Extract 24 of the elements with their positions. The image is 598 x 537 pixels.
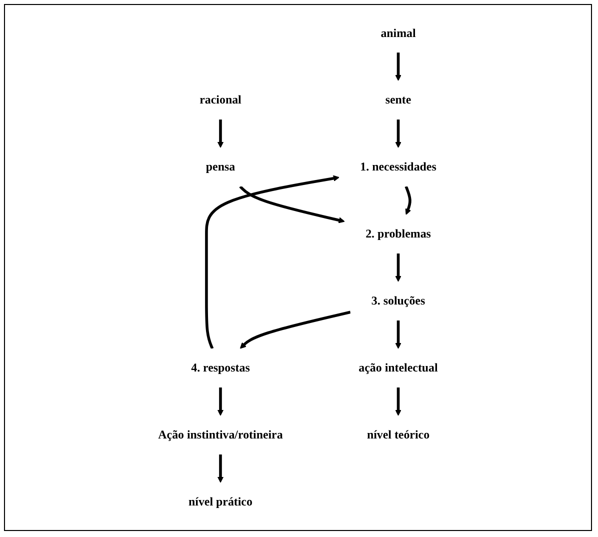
- node-text: nível teórico: [366, 428, 430, 442]
- arrow: [239, 186, 345, 224]
- arrow: [395, 52, 402, 81]
- arrow: [217, 387, 224, 416]
- arrow: [240, 310, 351, 349]
- node-text: racional: [200, 93, 242, 107]
- arrow: [395, 320, 402, 349]
- node-text: Ação instintiva/rotineira: [158, 428, 283, 442]
- arrow: [395, 120, 402, 148]
- node-text: sente: [385, 93, 412, 107]
- arrow: [395, 387, 402, 416]
- node-text: animal: [380, 26, 416, 40]
- node-text: ação intelectual: [358, 361, 438, 374]
- node-text: pensa: [206, 160, 236, 174]
- arrow: [217, 120, 224, 148]
- node-text: 1. necessidades: [360, 160, 436, 174]
- arrow: [395, 253, 402, 282]
- arrow: [205, 175, 340, 350]
- node-text: 4. respostas: [191, 361, 250, 374]
- node-text: 3. soluções: [371, 294, 426, 308]
- arrow: [217, 454, 224, 483]
- node-text: nível prático: [188, 495, 252, 508]
- node-text: 2. problemas: [366, 227, 431, 240]
- arrow: [404, 186, 412, 215]
